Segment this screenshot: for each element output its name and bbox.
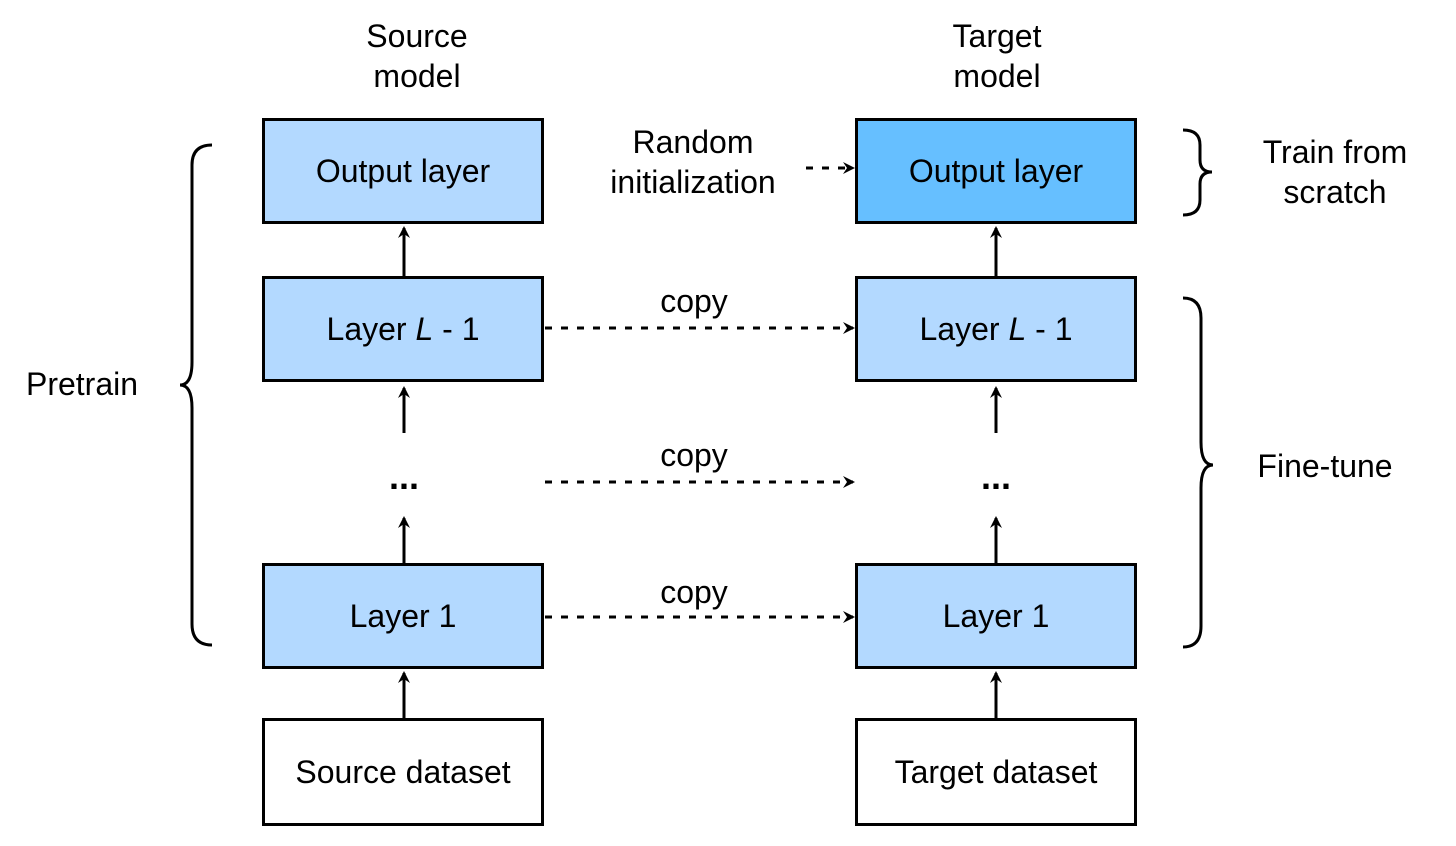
- source-layer-1-label: Layer 1: [349, 597, 457, 634]
- target-ellipsis: ...: [980, 456, 1011, 497]
- pretrain-label: Pretrain: [25, 366, 139, 402]
- train-from-scratch-label: Train from scratch: [1245, 132, 1425, 212]
- target-model-header-line2: model: [953, 58, 1041, 94]
- target-layer-l-minus-1-label: Layer L - 1: [920, 311, 1073, 348]
- fine-tune-brace: [1182, 296, 1214, 649]
- copy-label-top: copy: [660, 283, 728, 319]
- random-initialization-line1: Random: [632, 124, 754, 160]
- target-layer-l-suffix: - 1: [1026, 310, 1073, 347]
- target-layer-1-label: Layer 1: [942, 597, 1050, 634]
- source-layer-l-suffix: - 1: [433, 310, 480, 347]
- target-model-header-line1: Target: [952, 18, 1042, 54]
- source-layer-l-minus-1-box: Layer L - 1: [262, 276, 544, 382]
- source-output-layer-box: Output layer: [262, 118, 544, 224]
- random-initialization-label: Random initialization: [583, 122, 803, 202]
- source-ellipsis: ...: [388, 456, 419, 497]
- train-from-scratch-brace: [1182, 128, 1213, 217]
- target-layer-l-minus-1-box: Layer L - 1: [855, 276, 1137, 382]
- source-layer-l-prefix: Layer: [326, 310, 416, 347]
- random-initialization-line2: initialization: [610, 164, 776, 200]
- source-model-header: Source model: [337, 16, 497, 96]
- target-dataset-box: Target dataset: [855, 718, 1137, 826]
- source-output-layer-label: Output layer: [315, 152, 491, 189]
- train-from-scratch-line2: scratch: [1283, 174, 1387, 210]
- copy-label-middle: copy: [660, 437, 728, 473]
- target-layer-l-prefix: Layer: [919, 310, 1009, 347]
- source-dataset-label: Source dataset: [295, 753, 511, 790]
- target-dataset-label: Target dataset: [894, 753, 1098, 790]
- target-output-layer-box: Output layer: [855, 118, 1137, 224]
- train-from-scratch-line1: Train from: [1262, 134, 1408, 170]
- source-model-header-line1: Source: [366, 18, 468, 54]
- target-layer-1-box: Layer 1: [855, 563, 1137, 669]
- source-layer-l-var: L: [415, 310, 434, 347]
- target-model-header: Target model: [917, 16, 1077, 96]
- copy-label-bottom: copy: [660, 574, 728, 610]
- fine-tune-label: Fine-tune: [1257, 448, 1393, 484]
- source-model-header-line2: model: [373, 58, 461, 94]
- source-dataset-box: Source dataset: [262, 718, 544, 826]
- target-output-layer-label: Output layer: [908, 152, 1084, 189]
- target-layer-l-var: L: [1008, 310, 1027, 347]
- source-layer-l-minus-1-label: Layer L - 1: [327, 311, 480, 348]
- source-layer-1-box: Layer 1: [262, 563, 544, 669]
- pretrain-brace: [179, 143, 213, 647]
